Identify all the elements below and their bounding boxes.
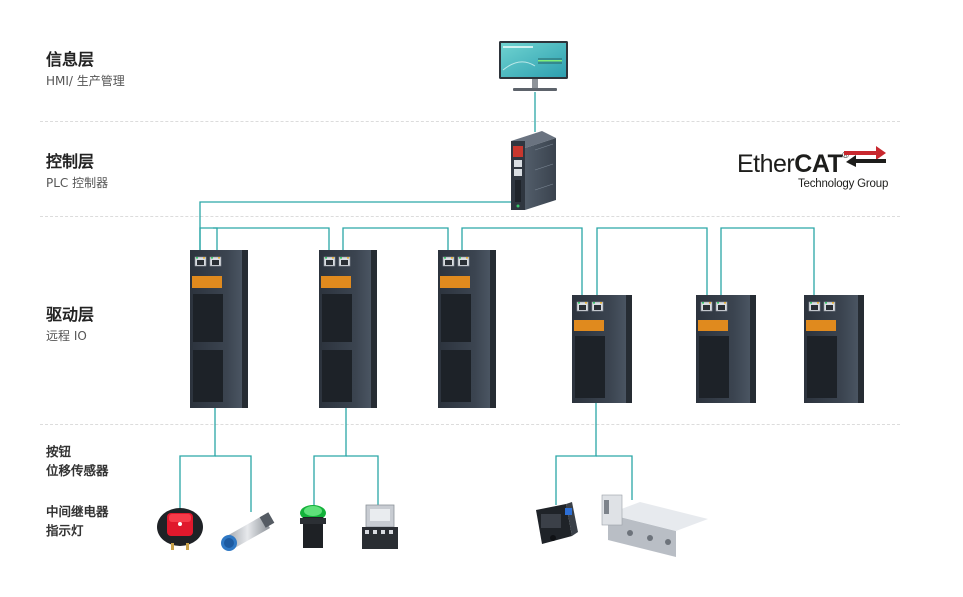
relay-icon [362, 504, 398, 549]
separator-info-control [40, 121, 900, 122]
device-label-relay: 中间继电器 [46, 504, 109, 519]
layer-subtitle-drive: 远程 IO [46, 329, 87, 343]
device-label-indicator: 指示灯 [46, 523, 84, 538]
hmi-monitor [499, 41, 568, 91]
logo-brand-bold: CAT [794, 150, 843, 178]
photoelectric-sensor-icon [536, 502, 578, 544]
remote-io-module-4 [572, 295, 632, 403]
layer-subtitle-control: PLC 控制器 [46, 176, 109, 190]
separator-control-drive [40, 216, 900, 217]
logo-brand-prefix: Ether [737, 150, 795, 178]
wire-io2-lamp [313, 408, 347, 506]
remote-io-module-3 [438, 250, 496, 408]
network-links [179, 92, 815, 512]
remote-io-module-1 [190, 250, 248, 408]
link-io2-io3 [342, 227, 449, 258]
wire-io1-prox [215, 455, 252, 512]
device-label-sensor: 位移传感器 [46, 463, 109, 478]
link-io5-io6 [720, 227, 815, 303]
wire-io1-switch [179, 408, 216, 510]
indicator-lamp-icon [300, 505, 326, 548]
link-io3-io4 [461, 227, 583, 303]
solenoid-valve-icon [601, 494, 708, 557]
remote-io-module-6 [804, 295, 864, 403]
logo-tagline: Technology Group [798, 178, 889, 190]
remote-io-module-5 [696, 295, 756, 403]
rocker-switch-icon [157, 508, 203, 550]
proximity-sensor-icon [221, 512, 275, 551]
link-io4-io5 [596, 227, 708, 303]
wire-io4-valve [596, 455, 633, 500]
separator-drive-field [40, 424, 900, 425]
layer-subtitle-info: HMI/ 生产管理 [46, 74, 125, 88]
layer-title-drive: 驱动层 [46, 305, 95, 324]
ethercat-logo: EtherCAT® Technology Group [737, 146, 888, 190]
link-io1-port [199, 227, 218, 260]
device-label-button: 按钮 [46, 444, 72, 459]
wire-io4-photo [555, 403, 597, 505]
layer-title-control: 控制层 [46, 152, 95, 171]
plc-controller [511, 131, 556, 210]
remote-io-module-2 [319, 250, 377, 408]
link-io1-io2 [213, 227, 330, 258]
wire-io2-relay [346, 455, 379, 510]
layer-title-info: 信息层 [46, 50, 95, 69]
ethercat-arrows-icon [844, 146, 886, 167]
